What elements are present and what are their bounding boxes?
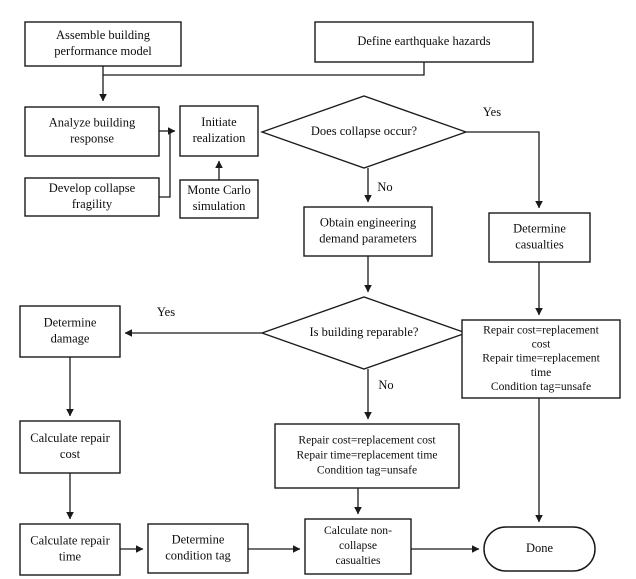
node-label-line: Condition tag=unsafe — [317, 464, 417, 477]
node-develop-fragility[interactable]: Develop collapse fragility — [24, 177, 160, 217]
node-label-line: collapse — [339, 539, 377, 552]
node-collapse-decision[interactable]: Does collapse occur? — [260, 95, 468, 169]
node-shape-rect — [488, 212, 591, 263]
node-label-line: Done — [526, 541, 554, 555]
node-shape-rect — [24, 21, 182, 67]
node-shape-rect — [19, 305, 121, 358]
edge-label-reparable-yes: Yes — [157, 305, 175, 319]
node-label-line: Define earthquake hazards — [357, 34, 490, 48]
node-shape-rect — [179, 105, 259, 157]
connector-fragility-to-initiate — [159, 131, 171, 198]
node-label-line: fragility — [72, 197, 113, 211]
node-label-line: Does collapse occur? — [311, 124, 418, 138]
node-label-line: Is building reparable? — [310, 325, 419, 339]
node-label-line: response — [70, 131, 114, 145]
node-label-line: performance model — [54, 44, 152, 58]
node-shape-rect — [304, 518, 412, 575]
node-label-line: Determine — [44, 315, 97, 329]
node-done[interactable]: Done — [483, 526, 596, 572]
node-define-hazards[interactable]: Define earthquake hazards — [314, 21, 534, 63]
node-shape-rect — [461, 319, 621, 399]
node-label-line: Determine — [513, 221, 566, 235]
node-label-line: Assemble building — [56, 28, 151, 42]
node-shape-diamond — [260, 95, 468, 169]
node-label-line: Initiate — [201, 115, 237, 129]
node-shape-rect — [24, 177, 160, 217]
node-shape-rect — [19, 420, 121, 474]
node-shape-rect — [314, 21, 534, 63]
edge-label-collapse-yes: Yes — [483, 105, 501, 119]
node-label-line: Calculate repair — [30, 431, 110, 445]
node-label-line: cost — [532, 337, 551, 350]
node-label-line: damage — [51, 331, 90, 345]
node-label-line: Repair cost=replacement — [483, 323, 599, 336]
node-layer: Assemble building performance model Define… — [19, 21, 621, 576]
node-calculate-repair-time[interactable]: Calculate repair time — [19, 523, 121, 576]
node-label-line: condition tag — [165, 548, 231, 562]
node-label-line: Repair time=replacement time — [296, 449, 437, 462]
node-label-line: Repair time=replacement — [482, 352, 600, 365]
node-reparable-decision[interactable]: Is building reparable? — [260, 296, 468, 370]
node-label-line: time — [531, 366, 552, 379]
node-analyze-response[interactable]: Analyze building response — [24, 106, 160, 157]
connector-hazards-to-initiate — [103, 62, 425, 76]
node-label-line: Obtain engineering — [320, 215, 417, 229]
node-shape-rect — [24, 106, 160, 157]
node-label-line: Condition tag=unsafe — [491, 380, 591, 393]
node-label-line: Determine — [172, 532, 225, 546]
node-label-line: casualties — [515, 237, 564, 251]
node-label-line: demand parameters — [319, 231, 417, 245]
node-shape-rect — [19, 523, 121, 576]
node-label-line: time — [59, 549, 82, 563]
edge-label-collapse-no: No — [377, 180, 392, 194]
node-shape-oval — [483, 526, 596, 572]
node-determine-condition-tag[interactable]: Determine condition tag — [147, 523, 249, 574]
node-shape-rect — [274, 423, 460, 489]
node-determine-casualties[interactable]: Determine casualties — [488, 212, 591, 263]
node-label-line: Repair cost=replacement cost — [298, 434, 436, 447]
node-label-line: Monte Carlo — [187, 183, 251, 197]
node-label-line: Analyze building — [49, 115, 136, 129]
node-calculate-repair-cost[interactable]: Calculate repair cost — [19, 420, 121, 474]
node-label-line: Develop collapse — [49, 181, 136, 195]
connector-collapse-yes-to-casualties — [466, 131, 543, 209]
node-label-line: casualties — [335, 554, 381, 567]
edge-label-reparable-no: No — [378, 378, 393, 392]
node-label-line: simulation — [193, 199, 247, 213]
node-assemble-model[interactable]: Assemble building performance model — [24, 21, 182, 67]
node-shape-rect — [179, 179, 259, 219]
node-label-line: Calculate repair — [30, 533, 110, 547]
node-determine-damage[interactable]: Determine damage — [19, 305, 121, 358]
node-shape-rect — [303, 206, 433, 257]
node-monte-carlo[interactable]: Monte Carlo simulation — [179, 179, 259, 219]
node-calculate-noncollapse-casualties[interactable]: Calculate non-collapse casualties — [304, 518, 412, 575]
node-label-line: cost — [60, 447, 81, 461]
connector-layer — [66, 62, 543, 553]
node-obtain-edp[interactable]: Obtain engineering demand parameters — [303, 206, 433, 257]
node-initiate-realization[interactable]: Initiate realization — [179, 105, 259, 157]
node-label-line: realization — [193, 131, 246, 145]
node-shape-rect — [147, 523, 249, 574]
node-label-line: Calculate non- — [324, 524, 392, 537]
